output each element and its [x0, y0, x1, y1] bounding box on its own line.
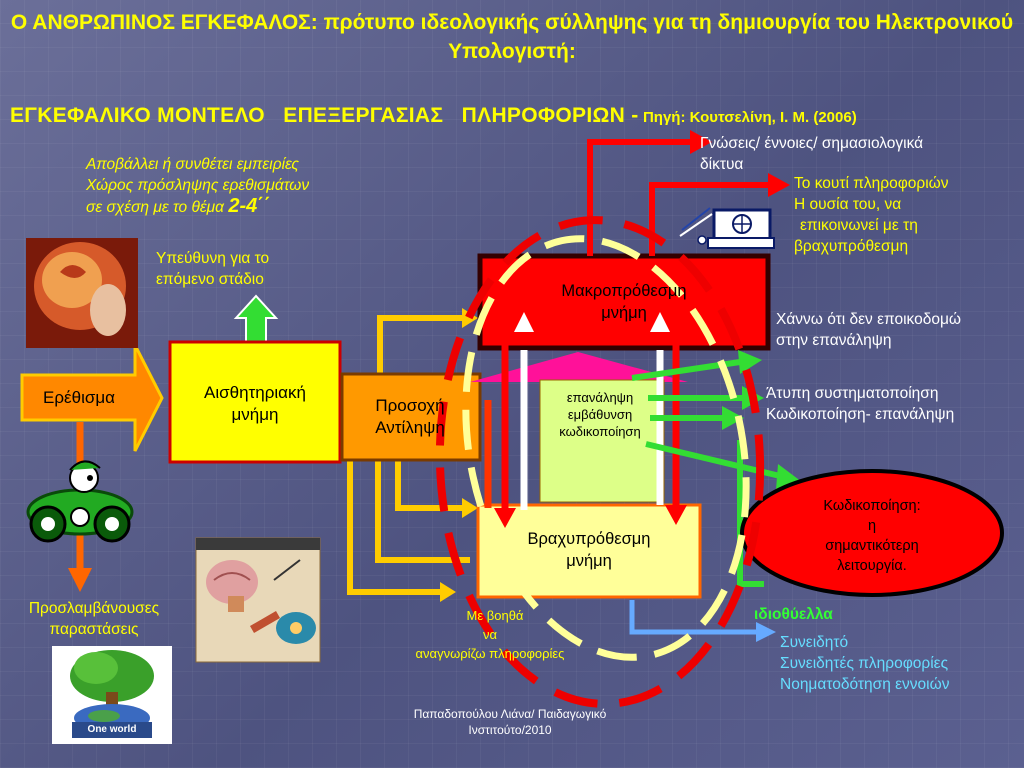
long-term-label-1: Μακροπρόθεσμη — [561, 282, 687, 300]
knowledge-note-line1: Γνώσεις/ έννοιες/ σημασιολογικά — [700, 135, 924, 152]
process-encoding: κωδικοποίηση — [559, 423, 641, 439]
attention-label-2: Αντίληψη — [375, 418, 445, 437]
source-citation: Πηγή: Κουτσελίνη, Ι. Μ. (2006) — [642, 109, 857, 126]
process-deepening: εμβάθυνση — [567, 406, 633, 422]
knowledge-note: Γνώσεις/ έννοιες/ σημασιολογικά δίκτυα — [700, 133, 923, 175]
process-repetition: επανάληψη — [566, 389, 634, 405]
encoding-line1: Κωδικοποίηση: — [823, 498, 921, 514]
stimulus-arrow — [20, 344, 164, 452]
process-box: επανάληψη εμβάθυνση κωδικοποίηση — [530, 384, 670, 444]
one-world-tree-image — [52, 646, 172, 744]
sensory-memory-label-2: μνήμη — [231, 405, 279, 424]
atypical-note-line1: Άτυπη συστηματοποίηση — [766, 385, 939, 402]
help-note-line2: να — [482, 627, 497, 642]
footer-line1: Παπαδοπούλου Λιάνα/ Παιδαγωγικό — [413, 707, 607, 721]
footer-line2: Ινστιτούτο/2010 — [468, 723, 552, 737]
model-subtitle: ΕΓΚΕΦΑΛΙΚΟ ΜΟΝΤΕΛΟ ΕΠΕΞΕΡΓΑΣΙΑΣ ΠΛΗΡΟΦΟΡ… — [10, 104, 1014, 128]
attention-label-1: Προσοχή — [375, 396, 445, 415]
lose-note: Χάννω ότι δεν εποικοδομώ στην επανάληψη — [776, 309, 961, 351]
sensory-note-line3: σε σχέση με το θέμα 2-4΄΄ — [86, 195, 271, 217]
model-subtitle-main: ΕΓΚΕΦΑΛΙΚΟ ΜΟΝΤΕΛΟ ΕΠΕΞΕΡΓΑΣΙΑΣ ΠΛΗΡΟΦΟΡ… — [10, 104, 639, 127]
encoding-line4: λειτουργία. — [837, 558, 907, 574]
sensory-memory-box: Αισθητηριακή μνήμη — [172, 382, 338, 426]
long-term-label-2: μνήμη — [601, 304, 647, 322]
stimulus-label: Ερέθισμα — [43, 388, 115, 407]
encoding-ellipse-text: Κωδικοποίηση: η σημαντικότερη λειτουργία… — [780, 494, 964, 578]
memory-transfer-arrows — [484, 340, 680, 510]
idiothyella-label: ιδιοθύελλα — [754, 606, 833, 623]
infobox-note-line4: βραχυπρόθεσμη — [794, 238, 909, 255]
infobox-note-line2: Η ουσία του, να — [794, 196, 902, 213]
footer-credit: Παπαδοπούλου Λιάνα/ Παιδαγωγικό Ινστιτού… — [330, 706, 690, 738]
lose-note-line2: στην επανάληψη — [776, 332, 892, 349]
atypical-note-line2: Κωδικοποίηση- επανάληψη — [766, 406, 955, 423]
help-note-line1: Με βοηθά — [466, 608, 524, 623]
infobox-note-line3: επικοινωνεί με τη — [800, 217, 918, 234]
short-term-memory-box: Βραχυπρόθεσμη μνήμη — [482, 525, 696, 575]
short-term-label-1: Βραχυπρόθεσμη — [527, 530, 651, 548]
sensory-memory-label-1: Αισθητηριακή — [204, 383, 306, 402]
sensory-note-line1: Αποβάλλει ή συνθέτει εμπειρίες — [86, 156, 299, 173]
green-up-arrow — [233, 294, 279, 343]
sensory-note-line2: Χώρος πρόσληψης ερεθισμάτων — [86, 177, 310, 194]
short-term-label-2: μνήμη — [566, 552, 612, 570]
help-note-line3: αναγνωρίζω πληροφορίες — [415, 646, 565, 661]
attention-box: Προσοχή Αντίληψη — [346, 394, 474, 440]
sensory-notes: Αποβάλλει ή συνθέτει εμπειρίες Χώρος πρό… — [86, 154, 309, 218]
slide-title: Ο ΑΝΘΡΩΠΙΝΟΣ ΕΓΚΕΦΑΛΟΣ: πρότυπο ιδεολογι… — [10, 11, 1014, 63]
encoding-line2: η — [867, 518, 877, 534]
conscious-arrow — [629, 600, 776, 642]
conscious-line2: Συνειδητές πληροφορίες — [780, 655, 949, 672]
atypical-note: Άτυπη συστηματοποίηση Κωδικοποίηση- επαν… — [766, 383, 954, 425]
perceived-label: Προσλαμβάνουσες παραστάσεις — [4, 598, 184, 640]
responsible-note-line2: επόμενο στάδιο — [156, 271, 264, 288]
infobox-note: Το κουτί πληροφοριών Η ουσία του, να επι… — [794, 173, 949, 257]
conscious-note: Συνειδητό Συνειδητές πληροφορίες Νοηματο… — [780, 632, 949, 695]
knowledge-note-line2: δίκτυα — [700, 156, 744, 173]
help-note: Με βοηθά να αναγνωρίζω πληροφορίες — [360, 606, 620, 663]
lose-note-line1: Χάννω ότι δεν εποικοδομώ — [776, 311, 961, 328]
encoding-line3: σημαντικότερη — [825, 538, 919, 554]
perceived-label-line2: παραστάσεις — [49, 621, 139, 638]
infobox-note-line1: Το κουτί πληροφοριών — [794, 175, 949, 192]
long-term-memory-box: Μακροπρόθεσμη μνήμη — [484, 280, 764, 324]
computer-icon — [679, 207, 775, 249]
conscious-line3: Νοηματοδότηση εννοιών — [780, 676, 950, 693]
sensory-duration: 2-4΄΄ — [228, 195, 271, 217]
conscious-line1: Συνειδητό — [780, 634, 849, 651]
responsible-note-line1: Υπεύθυνη για το — [156, 250, 270, 267]
racing-car-icon — [26, 460, 134, 543]
responsible-note: Υπεύθυνη για το επόμενο στάδιο — [156, 248, 269, 290]
brain-scan-image — [26, 238, 138, 348]
perceived-label-line1: Προσλαμβάνουσες — [28, 600, 160, 617]
brain-computer-image — [195, 537, 321, 663]
tree-caption: One world — [87, 724, 137, 735]
